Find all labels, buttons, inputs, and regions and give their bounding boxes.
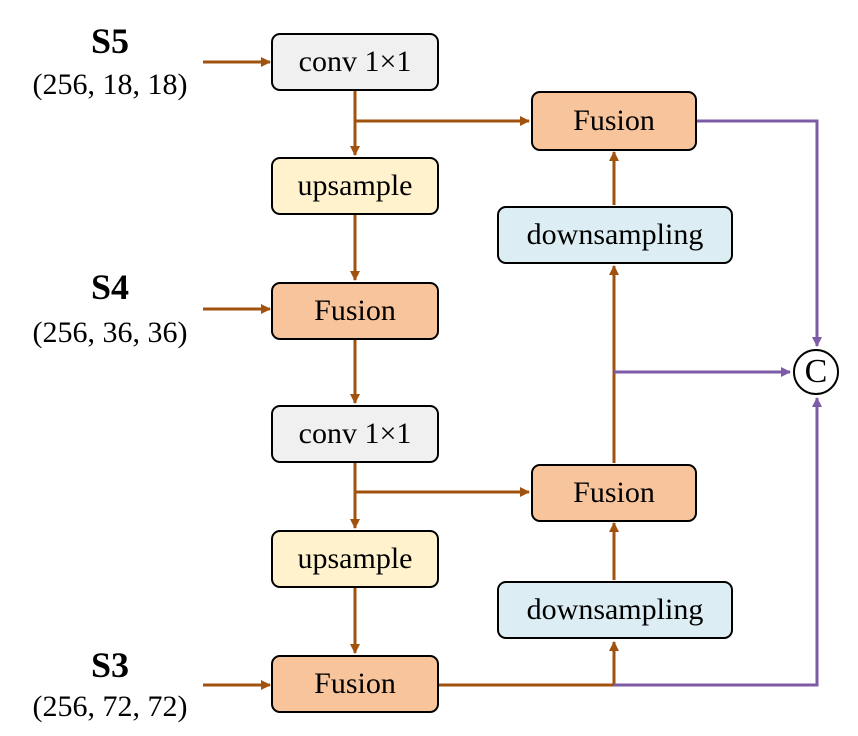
conv-1x1-mid-block: conv 1×1: [271, 405, 439, 463]
s4-label: S4: [90, 267, 130, 307]
fusion-top-to-concat-arrow: [697, 119, 822, 347]
concat-node: C: [793, 349, 839, 395]
fusion-s3-to-downsampling-arrow: [439, 641, 619, 687]
fusion-top-right-block: Fusion: [531, 91, 697, 151]
fusion-s3-block: Fusion: [271, 655, 439, 713]
s5-label: S5: [90, 21, 130, 61]
downsampling-bottom-block: downsampling: [497, 581, 733, 639]
s4-shape-label: (256, 36, 36): [32, 316, 188, 349]
fusion-s3-to-concat-arrow: [614, 397, 822, 687]
upsample-bottom-block: upsample: [271, 530, 439, 588]
downsampling-top-block: downsampling: [497, 206, 733, 264]
s3-shape-label: (256, 72, 72): [32, 690, 188, 723]
fusion-s4-block: Fusion: [271, 282, 439, 340]
s3-label: S3: [90, 645, 130, 685]
upsample-top-block: upsample: [271, 157, 439, 215]
s5-shape-label: (256, 18, 18): [32, 68, 188, 101]
fusion-mid-right-block: Fusion: [531, 464, 697, 522]
conv-1x1-top-block: conv 1×1: [271, 33, 439, 91]
